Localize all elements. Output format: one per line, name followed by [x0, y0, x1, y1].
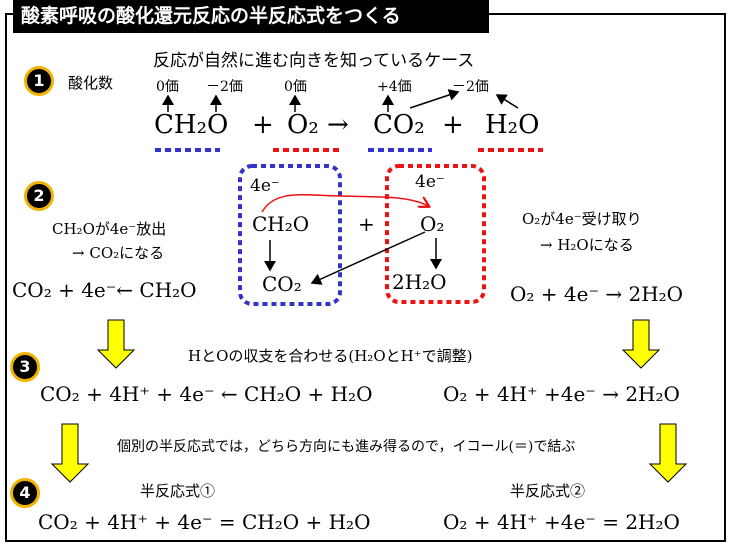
electron-donor-box: [238, 164, 342, 306]
electron-transfer-arrow: [261, 194, 428, 213]
page-title: 酸素呼吸の酸化還元反応の半反応式をつくる: [13, 0, 489, 33]
half-eq-2-label: 半反応式②: [510, 482, 586, 500]
case-heading: 反応が自然に進む向きを知っているケース: [153, 51, 475, 71]
reaction-arrow: →: [327, 110, 349, 140]
formula-ch2o: CH₂O: [154, 110, 229, 140]
electrons-released: 4e⁻: [250, 176, 280, 196]
step-4-badge: 4: [10, 478, 40, 508]
box-2h2o: 2H₂O: [392, 270, 447, 294]
box-plus: +: [358, 212, 375, 236]
right-desc-2: → H₂Oになる: [540, 236, 634, 254]
plus: +: [442, 110, 464, 140]
oxidation-number-label: 酸化数: [68, 74, 114, 92]
half-eq-2: O₂ + 4H⁺ +4e⁻ = 2H₂O: [443, 510, 680, 534]
formula-co2: CO₂: [373, 110, 425, 140]
ox-o2: 0価: [284, 79, 307, 95]
oxidation-arrows: [162, 89, 519, 112]
equality-note: 個別の半反応式では，どちら方向にも進み得るので，イコール(＝)で結ぶ: [117, 439, 576, 455]
formula-o2: O₂: [287, 110, 319, 140]
box-co2: CO₂: [262, 272, 302, 296]
electron-acceptor-box: [385, 164, 486, 304]
electrons-accepted: 4e⁻: [415, 172, 445, 192]
left-desc-1: CH₂Oが4e⁻放出: [52, 220, 167, 238]
right-desc-1: O₂が4e⁻受け取り: [522, 210, 642, 228]
balanced-oxidation-eq: CO₂ + 4H⁺ + 4e⁻ ← CH₂O + H₂O: [40, 382, 373, 406]
oxidation-half-eq: CO₂ + 4e⁻← CH₂O: [12, 278, 197, 302]
reduction-half-eq: O₂ + 4e⁻ → 2H₂O: [510, 282, 684, 306]
ox-c-co2: +4価: [377, 79, 412, 95]
yellow-down-arrows: [50, 319, 688, 483]
step-2-badge: 2: [24, 181, 54, 211]
step-1-badge: 1: [24, 66, 54, 96]
half-eq-1-label: 半反応式①: [140, 482, 216, 500]
step-3-badge: 3: [10, 352, 40, 382]
formula-h2o: H₂O: [485, 110, 540, 140]
balance-note: HとOの収支を合わせる(H₂OとH⁺で調整): [188, 347, 473, 365]
half-eq-1: CO₂ + 4H⁺ + 4e⁻ = CH₂O + H₂O: [38, 510, 371, 534]
box-ch2o: CH₂O: [252, 212, 310, 236]
plus: +: [252, 110, 274, 140]
balanced-reduction-eq: O₂ + 4H⁺ +4e⁻ → 2H₂O: [443, 382, 680, 406]
ox-c-ch2o: 0価: [156, 79, 179, 95]
ox-o-ch2o: －2価: [206, 79, 243, 95]
box-o2: O₂: [420, 212, 445, 236]
left-desc-2: → CO₂になる: [72, 244, 165, 262]
ox-o-h2o: －2価: [452, 79, 489, 95]
